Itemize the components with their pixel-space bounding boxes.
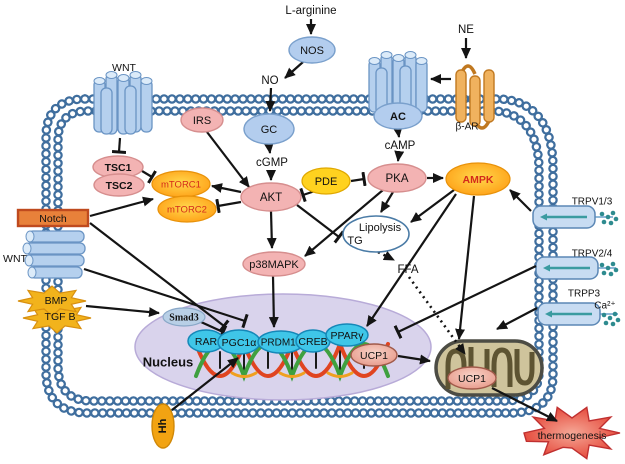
node-ucp1-nucleus: UCP1 bbox=[350, 343, 398, 367]
trpv24-channel: TRPV2/4 bbox=[534, 249, 619, 281]
node-rar: RAR bbox=[187, 329, 225, 353]
nucleus-label: Nucleus bbox=[143, 354, 194, 369]
mtorc1-label: mTORC1 bbox=[161, 180, 201, 191]
bmp-label: BMP bbox=[45, 295, 68, 307]
trpv24-label: TRPV2/4 bbox=[572, 249, 613, 260]
node-gc: GC bbox=[243, 113, 295, 145]
pparg-label: PPARγ bbox=[330, 330, 364, 342]
camp-label: cAMP bbox=[385, 140, 416, 152]
notch-label: Notch bbox=[39, 213, 67, 225]
smad3-label: Smad3 bbox=[169, 312, 198, 323]
node-smad3: Smad3 bbox=[162, 307, 206, 327]
node-pde: PDE bbox=[301, 167, 351, 195]
node-creb: CREB bbox=[295, 329, 331, 353]
wnt-left-receptor bbox=[22, 230, 86, 279]
ne-label: NE bbox=[458, 24, 474, 36]
lipolysis-label: Lipolysis bbox=[359, 222, 402, 234]
mitochondria bbox=[434, 339, 544, 397]
node-nos: NOS bbox=[288, 36, 336, 64]
trpp3-label: TRPP3 bbox=[568, 289, 601, 300]
akt-label: AKT bbox=[260, 192, 282, 204]
node-ac: AC bbox=[373, 102, 423, 130]
l-arginine-label: L-arginine bbox=[285, 5, 336, 17]
beta-ar-label: β-AR bbox=[456, 122, 479, 133]
nos-label: NOS bbox=[300, 45, 324, 57]
trpp3-channel: TRPP3 Ca²⁺ bbox=[536, 289, 621, 327]
node-pgc1a: PGC1α bbox=[217, 329, 261, 355]
pka-label: PKA bbox=[385, 173, 408, 185]
creb-label: CREB bbox=[298, 336, 327, 348]
wnt-left-label: WNT bbox=[3, 253, 27, 265]
free-labels: L-arginine NO cGMP cAMP NE FFA bbox=[256, 5, 474, 276]
ffa-label: FFA bbox=[397, 264, 418, 276]
ac-label: AC bbox=[390, 111, 406, 123]
hh-label: Hh bbox=[157, 418, 169, 433]
pgc1a-label: PGC1α bbox=[222, 337, 257, 349]
cgmp-label: cGMP bbox=[256, 157, 288, 169]
bmp-tgfb-burst: BMP TGF B bbox=[17, 285, 92, 334]
node-irs: IRS bbox=[180, 107, 224, 133]
cell-membrane bbox=[41, 94, 558, 418]
beta-ar-receptor: β-AR bbox=[455, 64, 495, 133]
trpv13-channel: TRPV1/3 bbox=[531, 197, 619, 230]
no-label: NO bbox=[261, 75, 278, 87]
ampk-label: AMPK bbox=[463, 174, 494, 186]
ucp1-mito-label: UCP1 bbox=[458, 373, 486, 385]
p38mapk-label: p38MAPK bbox=[249, 259, 299, 271]
wnt-top-label: WNT bbox=[112, 62, 136, 74]
prdm16-label: PRDM16 bbox=[261, 338, 302, 349]
thermogenesis-label: thermogenesis bbox=[538, 430, 607, 442]
tsc2-label: TSC2 bbox=[106, 180, 133, 192]
notch-receptor: Notch bbox=[16, 208, 90, 228]
node-ampk: AMPK bbox=[445, 162, 511, 196]
node-ucp1-mito: UCP1 bbox=[447, 366, 497, 390]
pde-label: PDE bbox=[315, 176, 338, 188]
node-p38mapk: p38MAPK bbox=[242, 251, 306, 277]
wnt-top-receptor: WNT bbox=[93, 62, 153, 135]
node-mtorc1: mTORC1 bbox=[151, 170, 211, 198]
pathway-edges bbox=[83, 19, 558, 422]
ucp1-nucleus-label: UCP1 bbox=[360, 350, 388, 362]
node-pparg: PPARγ bbox=[325, 323, 369, 347]
node-mtorc2: mTORC2 bbox=[157, 195, 217, 223]
node-tsc1-tsc2: TSC1 TSC2 bbox=[92, 155, 145, 197]
node-pka: PKA bbox=[367, 163, 427, 193]
tgfb-label: TGF B bbox=[45, 311, 76, 323]
hh-receptor: Hh bbox=[151, 403, 175, 449]
trpv13-label: TRPV1/3 bbox=[572, 197, 613, 208]
rar-label: RAR bbox=[195, 336, 218, 348]
tg-label: TG bbox=[347, 235, 362, 247]
thermogenesis-burst: thermogenesis bbox=[523, 406, 621, 460]
gc-label: GC bbox=[261, 124, 278, 136]
mtorc2-label: mTORC2 bbox=[167, 205, 207, 216]
node-akt: AKT bbox=[240, 182, 302, 212]
ca-label: Ca²⁺ bbox=[594, 301, 615, 312]
node-lipolysis: Lipolysis TG bbox=[342, 215, 410, 253]
tsc1-label: TSC1 bbox=[105, 162, 132, 174]
irs-label: IRS bbox=[193, 115, 211, 127]
